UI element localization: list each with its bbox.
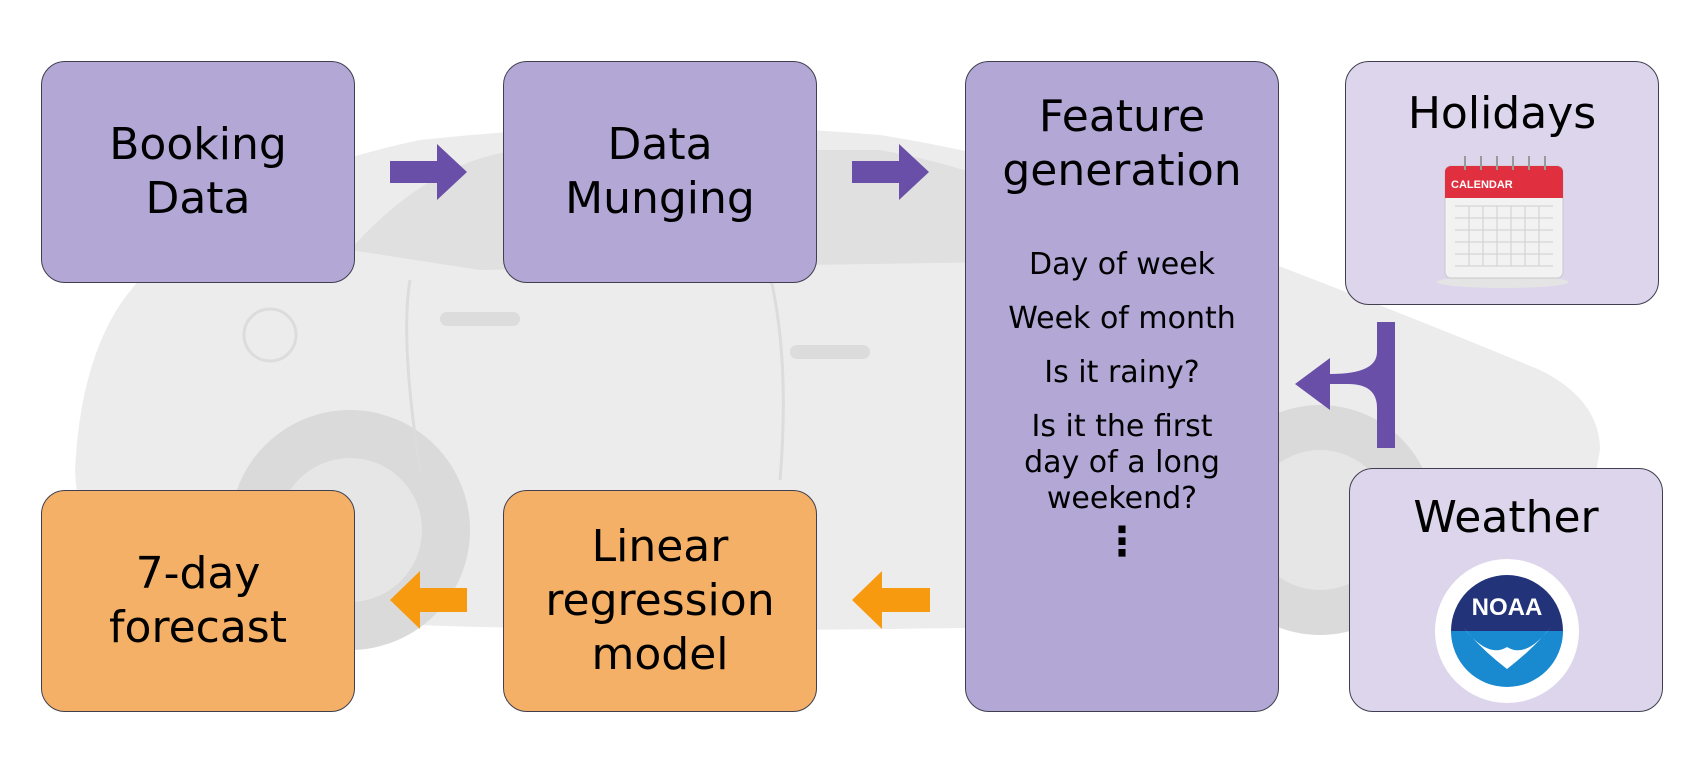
feature-generation-node: Feature generation Day of week Week of m…: [965, 61, 1279, 712]
holidays-source-node: Holidays CALENDAR: [1345, 61, 1659, 305]
forecast-label-line-1: 7-day: [135, 548, 261, 599]
feature-item: Week of month: [1008, 301, 1236, 336]
feature-item: Is it the first day of a long weekend?: [1024, 409, 1220, 516]
booking-data-node: Booking Data: [41, 61, 355, 283]
arrow-regression-to-forecast: [390, 571, 467, 629]
calendar-icon: CALENDAR: [1437, 156, 1569, 288]
arrow-munging-to-feature: [852, 144, 929, 200]
regression-label-line-1: Linear: [591, 521, 729, 572]
calendar-header-text: CALENDAR: [1451, 179, 1513, 191]
data-munging-label-line-2: Munging: [565, 173, 755, 224]
weather-source-node: Weather NOAA: [1349, 468, 1663, 712]
linear-regression-node: Linear regression model: [503, 490, 817, 712]
booking-data-label-line-1: Booking: [109, 119, 287, 170]
forecast-node: 7-day forecast: [41, 490, 355, 712]
weather-title: Weather: [1413, 492, 1599, 543]
feature-list: Day of week Week of month Is it rainy? I…: [966, 247, 1278, 565]
regression-label-line-3: model: [591, 629, 729, 680]
feature-item: Is it rainy?: [1044, 355, 1200, 390]
arrow-sources-to-feature: [1295, 322, 1395, 448]
forecast-label-line-2: forecast: [109, 602, 287, 653]
feature-item: Day of week: [1028, 247, 1216, 282]
feature-title-line-1: Feature: [1038, 91, 1206, 142]
noaa-logo-text: NOAA: [1472, 594, 1543, 621]
arrow-booking-to-munging: [390, 144, 467, 200]
booking-data-label-line-2: Data: [145, 173, 251, 224]
regression-label-line-2: regression: [545, 575, 775, 626]
data-munging-node: Data Munging: [503, 61, 817, 283]
noaa-logo: NOAA: [1435, 559, 1579, 703]
data-munging-label-line-1: Data: [607, 119, 713, 170]
feature-generation-title: Feature generation: [966, 90, 1278, 198]
arrow-feature-to-regression: [852, 571, 930, 629]
feature-title-line-2: generation: [1002, 145, 1242, 196]
holidays-title: Holidays: [1407, 88, 1597, 139]
more-features-ellipsis: ⋮: [1102, 519, 1142, 565]
